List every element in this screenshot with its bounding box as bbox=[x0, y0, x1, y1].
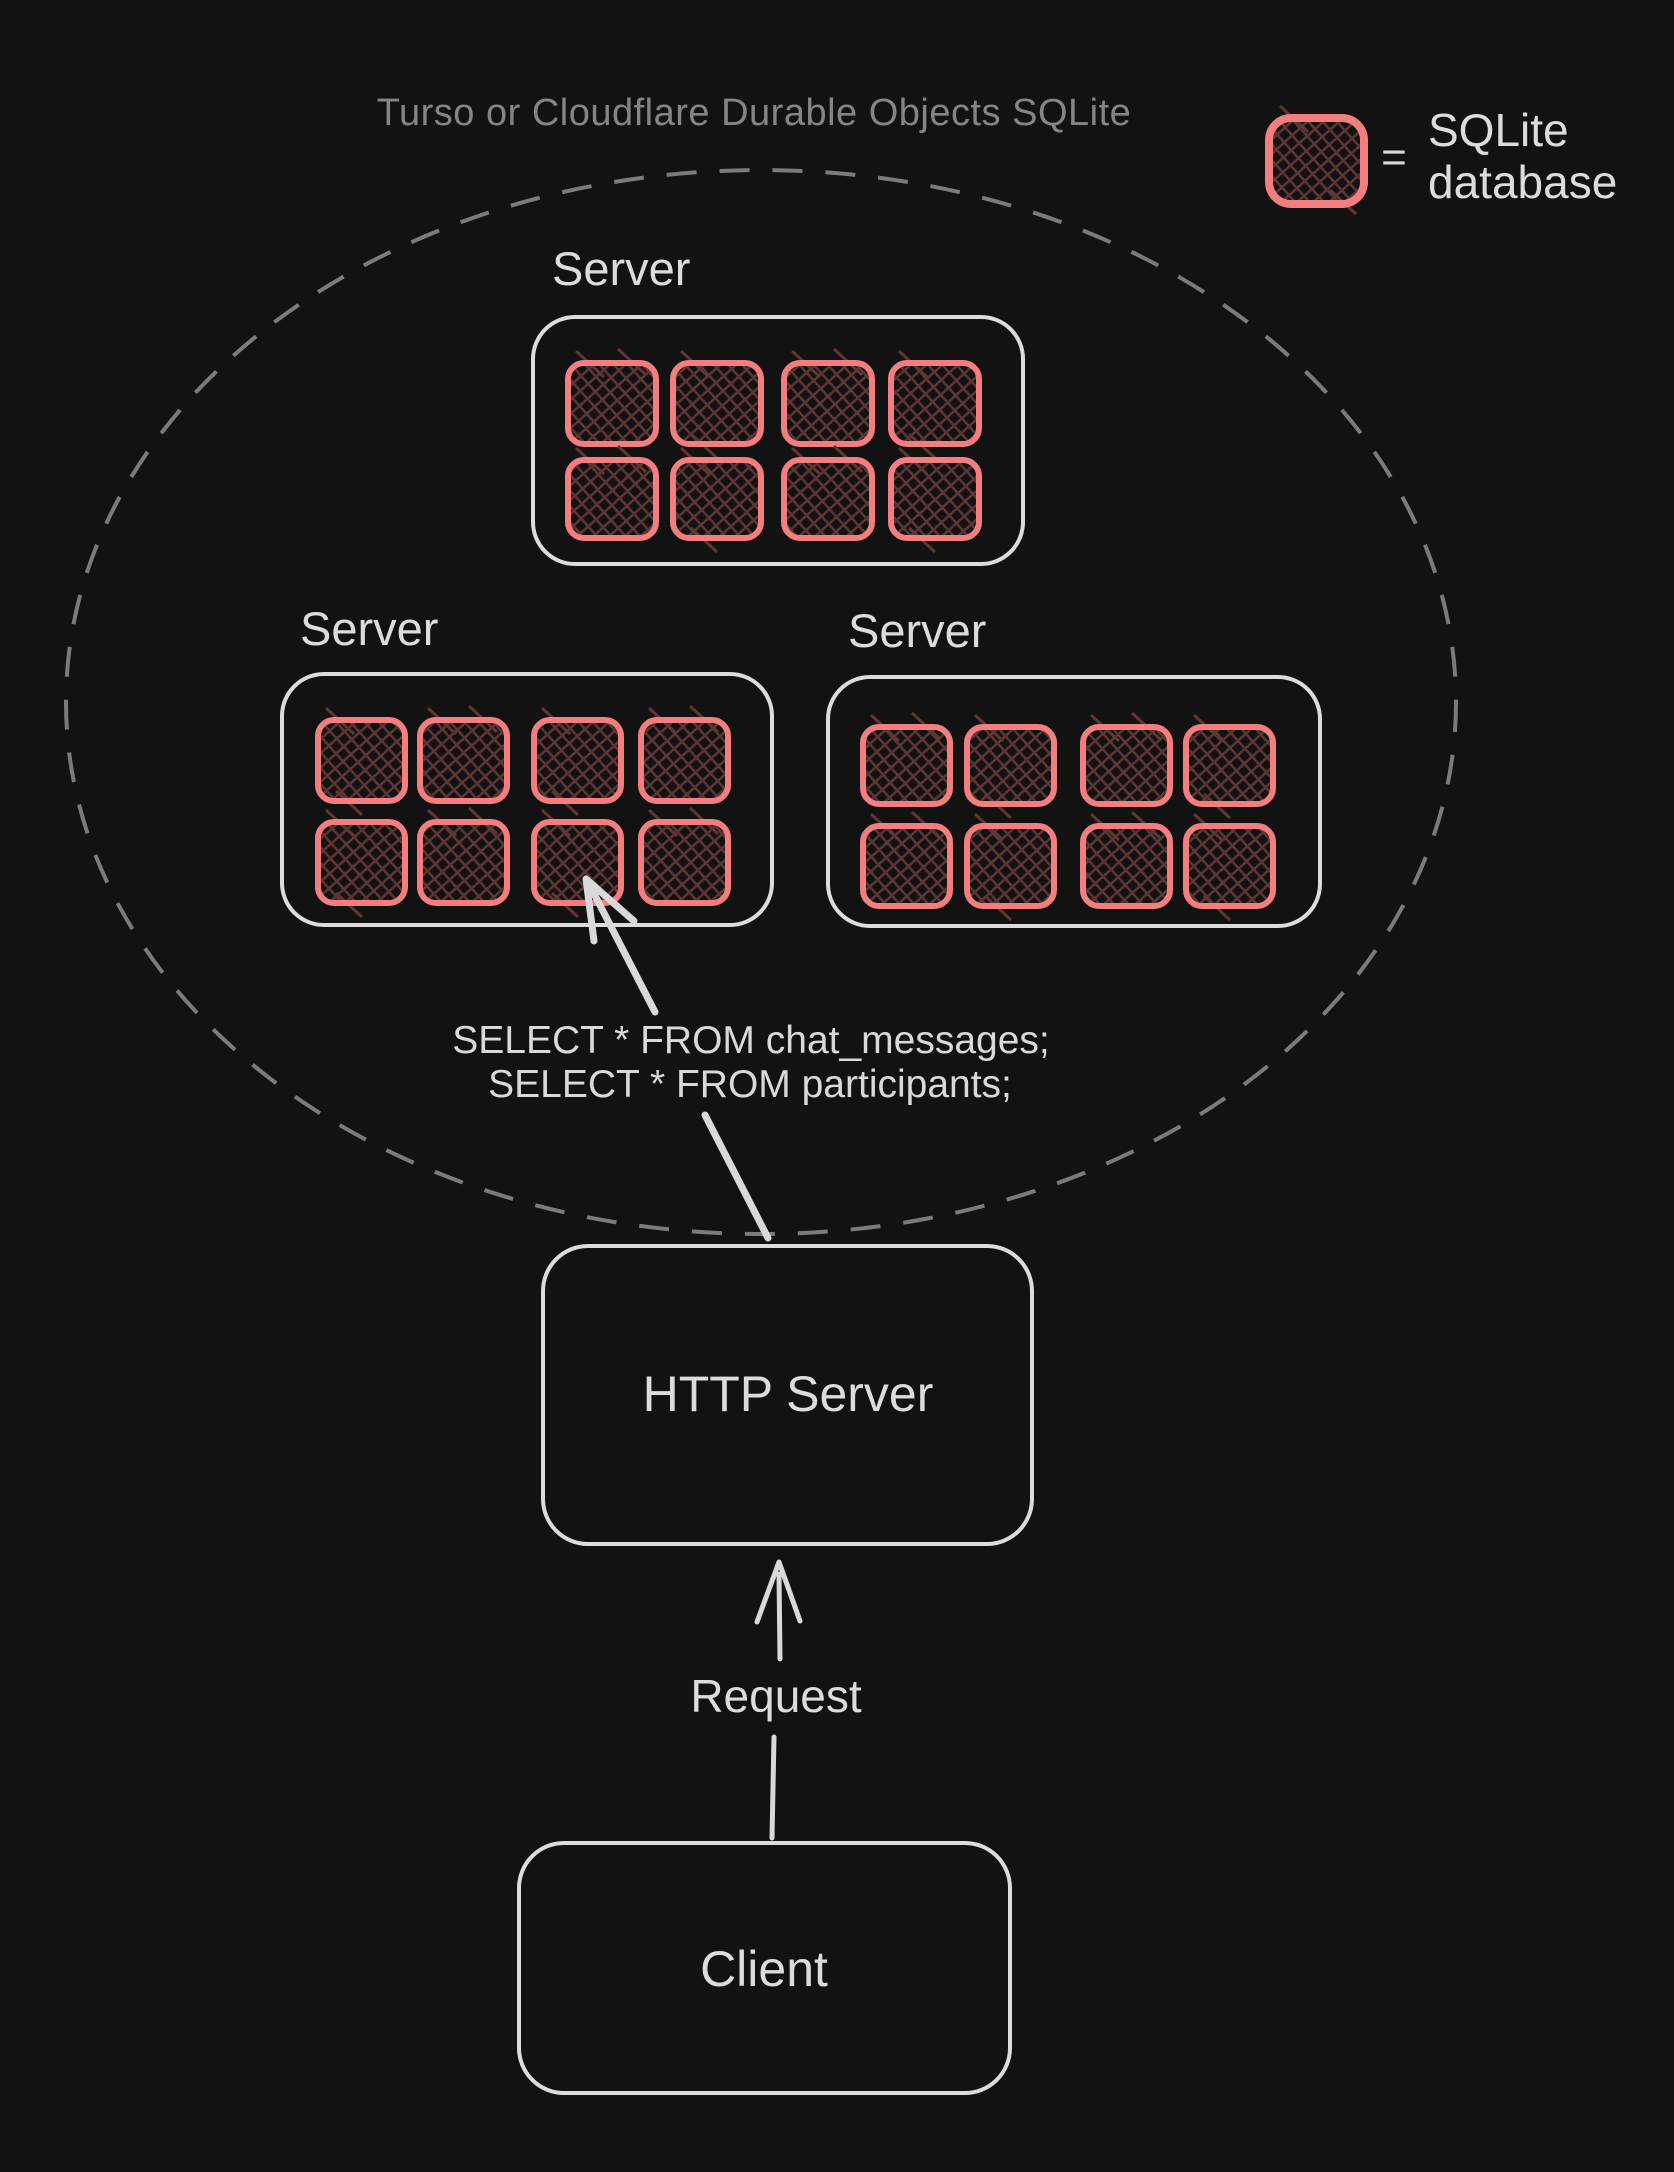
svg-text:HTTP Server: HTTP Server bbox=[643, 1366, 934, 1422]
svg-text:SELECT * FROM chat_messages;: SELECT * FROM chat_messages; bbox=[452, 1019, 1050, 1062]
svg-text:SELECT * FROM participants;: SELECT * FROM participants; bbox=[488, 1063, 1012, 1106]
svg-text:Client: Client bbox=[700, 1941, 828, 1997]
svg-text:=: = bbox=[1381, 133, 1407, 182]
svg-text:Server: Server bbox=[552, 242, 690, 295]
svg-text:Server: Server bbox=[300, 602, 438, 655]
svg-text:Server: Server bbox=[848, 604, 986, 657]
svg-text:SQLite: SQLite bbox=[1428, 104, 1569, 156]
svg-text:Turso or Cloudflare Durable Ob: Turso or Cloudflare Durable Objects SQLi… bbox=[377, 92, 1132, 134]
svg-text:database: database bbox=[1428, 156, 1617, 208]
svg-text:Request: Request bbox=[690, 1670, 862, 1722]
